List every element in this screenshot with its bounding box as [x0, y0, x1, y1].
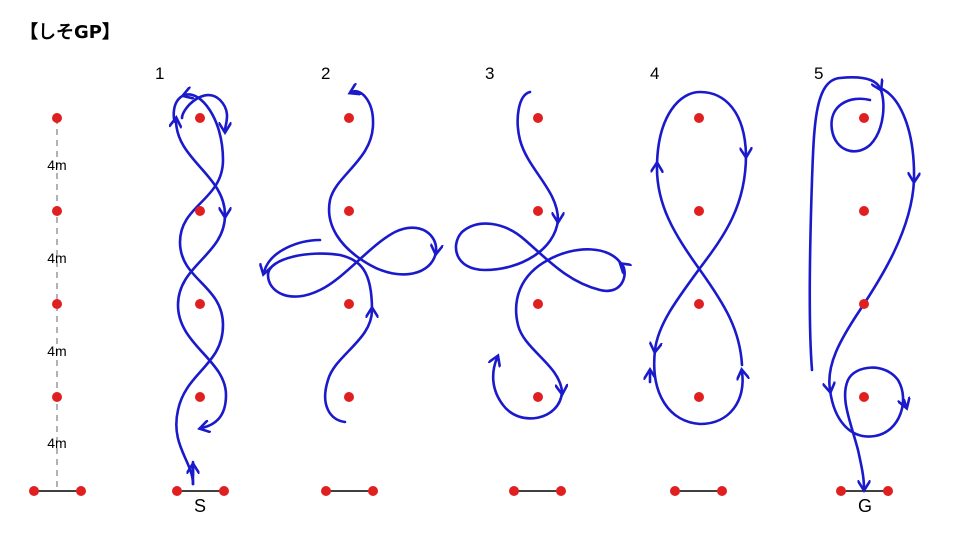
route-path-1: [180, 93, 227, 130]
cone-dot: [694, 299, 704, 309]
cone-dot: [533, 299, 543, 309]
cone-dot: [883, 486, 893, 496]
cone-dot: [859, 392, 869, 402]
cone-dot: [52, 299, 62, 309]
route-path-5: [808, 76, 880, 372]
pattern-number: 3: [485, 64, 494, 83]
pattern-number: 5: [814, 64, 823, 83]
cone-dot: [533, 392, 543, 402]
goal-label: G: [858, 496, 872, 516]
pattern-number: 1: [155, 64, 164, 83]
distance-label: 4m: [47, 157, 66, 173]
route-path-1: [175, 94, 225, 486]
page-title: 【しそGP】: [20, 22, 120, 43]
route-path-4: [657, 165, 744, 367]
route-path-3: [514, 248, 624, 392]
cone-dot: [694, 113, 704, 123]
pattern-number: 2: [321, 64, 330, 83]
cone-dot: [859, 206, 869, 216]
cone-dot: [694, 206, 704, 216]
cone-dot: [533, 113, 543, 123]
route-path-5: [829, 178, 916, 390]
cone-dot: [29, 486, 39, 496]
route-path-1: [174, 118, 225, 215]
route-path-4: [652, 348, 742, 426]
route-path-4: [655, 153, 748, 350]
cone-dot: [195, 206, 205, 216]
route-path-5: [828, 366, 905, 488]
cone-dot: [52, 206, 62, 216]
route-path-2: [323, 310, 372, 424]
route-path-1: [176, 213, 228, 428]
cone-dot: [509, 486, 519, 496]
route-path-2: [266, 226, 436, 312]
route-path-2: [327, 91, 438, 276]
cone-dot: [195, 113, 205, 123]
cone-dot: [670, 486, 680, 496]
cone-dot: [195, 392, 205, 402]
start-label: S: [194, 496, 206, 516]
cone-dot: [195, 299, 205, 309]
cone-dot: [344, 113, 354, 123]
cone-dot: [717, 486, 727, 496]
cone-dot: [859, 299, 869, 309]
distance-label: 4m: [47, 343, 66, 359]
cone-dot: [859, 113, 869, 123]
cone-dot: [836, 486, 846, 496]
cone-dot: [344, 299, 354, 309]
route-path-1: [174, 93, 187, 122]
route-path-3: [493, 358, 564, 420]
route-path-3: [454, 218, 625, 293]
cone-dot: [344, 206, 354, 216]
route-path-4: [655, 90, 746, 167]
cone-dot: [344, 392, 354, 402]
cone-dot: [533, 206, 543, 216]
cone-dot: [368, 486, 378, 496]
distance-label: 4m: [47, 435, 66, 451]
route-path-2: [264, 238, 322, 272]
cone-dot: [321, 486, 331, 496]
reference-scale: 4m 4m 4m 4m: [47, 118, 67, 490]
cone-dot: [172, 486, 182, 496]
cone-dot: [694, 392, 704, 402]
cone-dot: [52, 113, 62, 123]
route-path-5: [830, 86, 885, 153]
route-path-5: [904, 400, 906, 406]
cone-dot: [52, 392, 62, 402]
cone-dot: [556, 486, 566, 496]
cones: [29, 113, 893, 496]
pattern-number: 4: [650, 64, 659, 83]
distance-label: 4m: [47, 250, 66, 266]
cone-dot: [219, 486, 229, 496]
route-path-3: [516, 90, 558, 220]
cone-dot: [76, 486, 86, 496]
route-path-5: [878, 86, 914, 180]
